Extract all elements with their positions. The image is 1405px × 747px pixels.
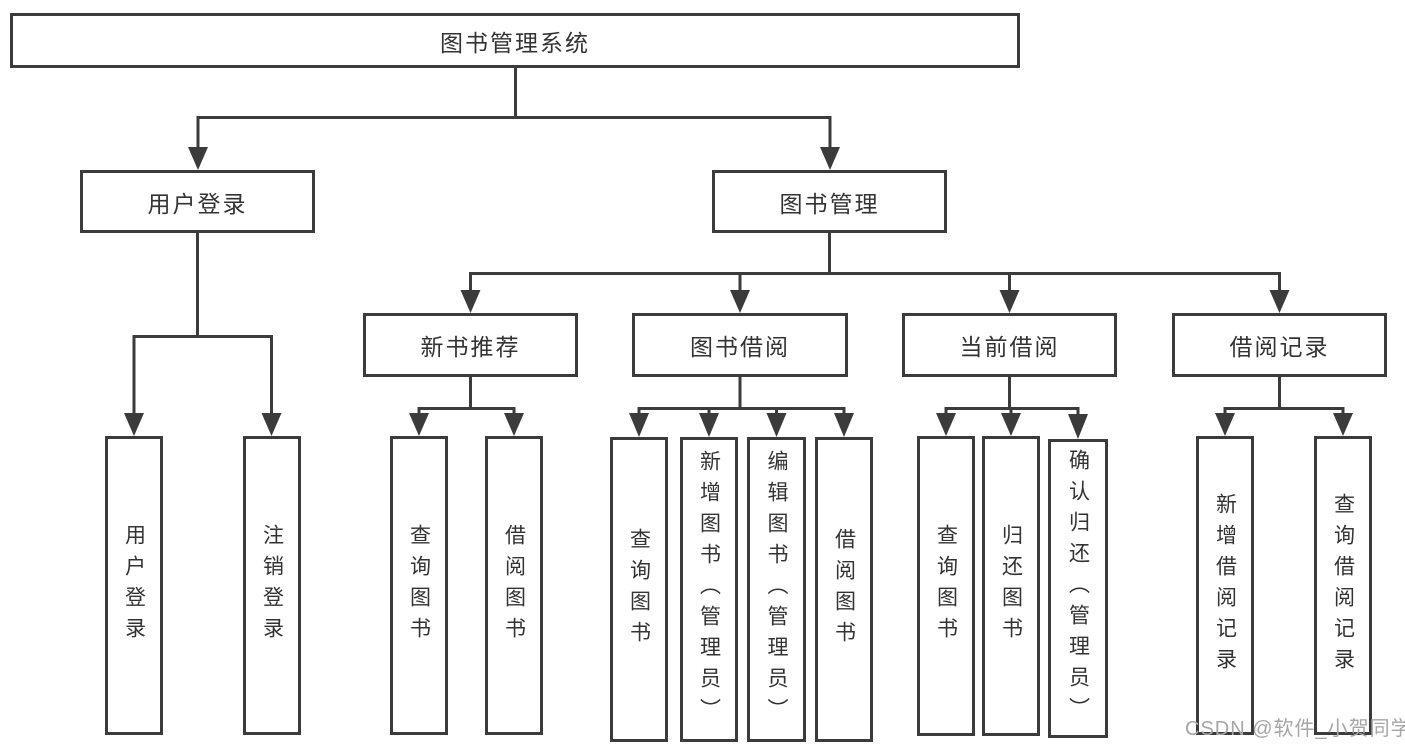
- node-new-books-label: 新书推荐: [420, 334, 521, 360]
- leaf-cb-query-books: 查询图书: [917, 436, 975, 736]
- node-root-label: 图书管理系统: [440, 29, 590, 56]
- leaf-logout: 注销登录: [243, 436, 301, 735]
- leaf-br-query-record-label: 查询借阅记录: [1331, 492, 1355, 679]
- node-borrow-records: 借阅记录: [1172, 313, 1387, 377]
- leaf-bb-add-books-admin: 新增图书（管理员）: [680, 437, 738, 742]
- leaf-cb-query-books-label: 查询图书: [934, 524, 958, 648]
- node-book-borrow: 图书借阅: [632, 313, 848, 377]
- connector-root-to-level2: [188, 68, 840, 170]
- leaf-bb-query-books: 查询图书: [610, 437, 668, 742]
- connector-user-login-to-leaves: [124, 233, 282, 436]
- leaf-cb-return-books-label: 归还图书: [999, 524, 1023, 648]
- leaf-bb-borrow-books-label: 借阅图书: [832, 527, 856, 652]
- leaf-bb-borrow-books: 借阅图书: [815, 437, 873, 742]
- node-current-borrow-label: 当前借阅: [959, 334, 1060, 360]
- leaf-nb-query-books: 查询图书: [390, 436, 448, 735]
- node-current-borrow: 当前借阅: [902, 313, 1117, 377]
- node-user-login: 用户登录: [80, 170, 315, 233]
- leaf-bb-edit-books-admin: 编辑图书（管理员）: [747, 437, 806, 742]
- leaf-bb-edit-books-admin-label: 编辑图书（管理员）: [765, 450, 788, 729]
- node-new-books: 新书推荐: [363, 313, 578, 377]
- node-borrow-records-label: 借阅记录: [1229, 334, 1330, 360]
- leaf-bb-add-books-admin-label: 新增图书（管理员）: [697, 450, 721, 729]
- leaf-br-add-record: 新增借阅记录: [1196, 436, 1254, 735]
- leaf-nb-borrow-books: 借阅图书: [485, 436, 543, 735]
- node-book-mgmt-label: 图书管理: [779, 190, 880, 217]
- connector-borrow-records-to-leaves: [1215, 377, 1353, 436]
- leaf-cb-confirm-return-admin-label: 确认归还（管理员）: [1066, 449, 1090, 728]
- leaf-br-query-record: 查询借阅记录: [1314, 436, 1372, 735]
- leaf-user-login-label: 用户登录: [122, 523, 146, 648]
- connector-new-books-to-leaves: [409, 377, 524, 436]
- leaf-bb-query-books-label: 查询图书: [627, 527, 651, 652]
- leaf-nb-borrow-books-label: 借阅图书: [502, 523, 526, 648]
- node-user-login-label: 用户登录: [147, 190, 248, 217]
- node-root: 图书管理系统: [10, 13, 1020, 68]
- leaf-user-login: 用户登录: [105, 436, 163, 735]
- leaf-br-add-record-label: 新增借阅记录: [1213, 492, 1237, 679]
- node-book-mgmt: 图书管理: [712, 170, 947, 233]
- leaf-cb-return-books: 归还图书: [982, 436, 1040, 736]
- leaf-nb-query-books-label: 查询图书: [407, 523, 431, 648]
- node-book-borrow-label: 图书借阅: [690, 334, 790, 360]
- leaf-logout-label: 注销登录: [260, 523, 284, 648]
- connector-current-borrow-to-leaves: [936, 377, 1088, 439]
- connector-book-mgmt-to-level3: [460, 233, 1290, 313]
- watermark: CSDN @软件_小贺同学: [1185, 718, 1405, 740]
- leaf-cb-confirm-return-admin: 确认归还（管理员）: [1048, 439, 1108, 738]
- connector-book-borrow-to-leaves: [629, 377, 854, 437]
